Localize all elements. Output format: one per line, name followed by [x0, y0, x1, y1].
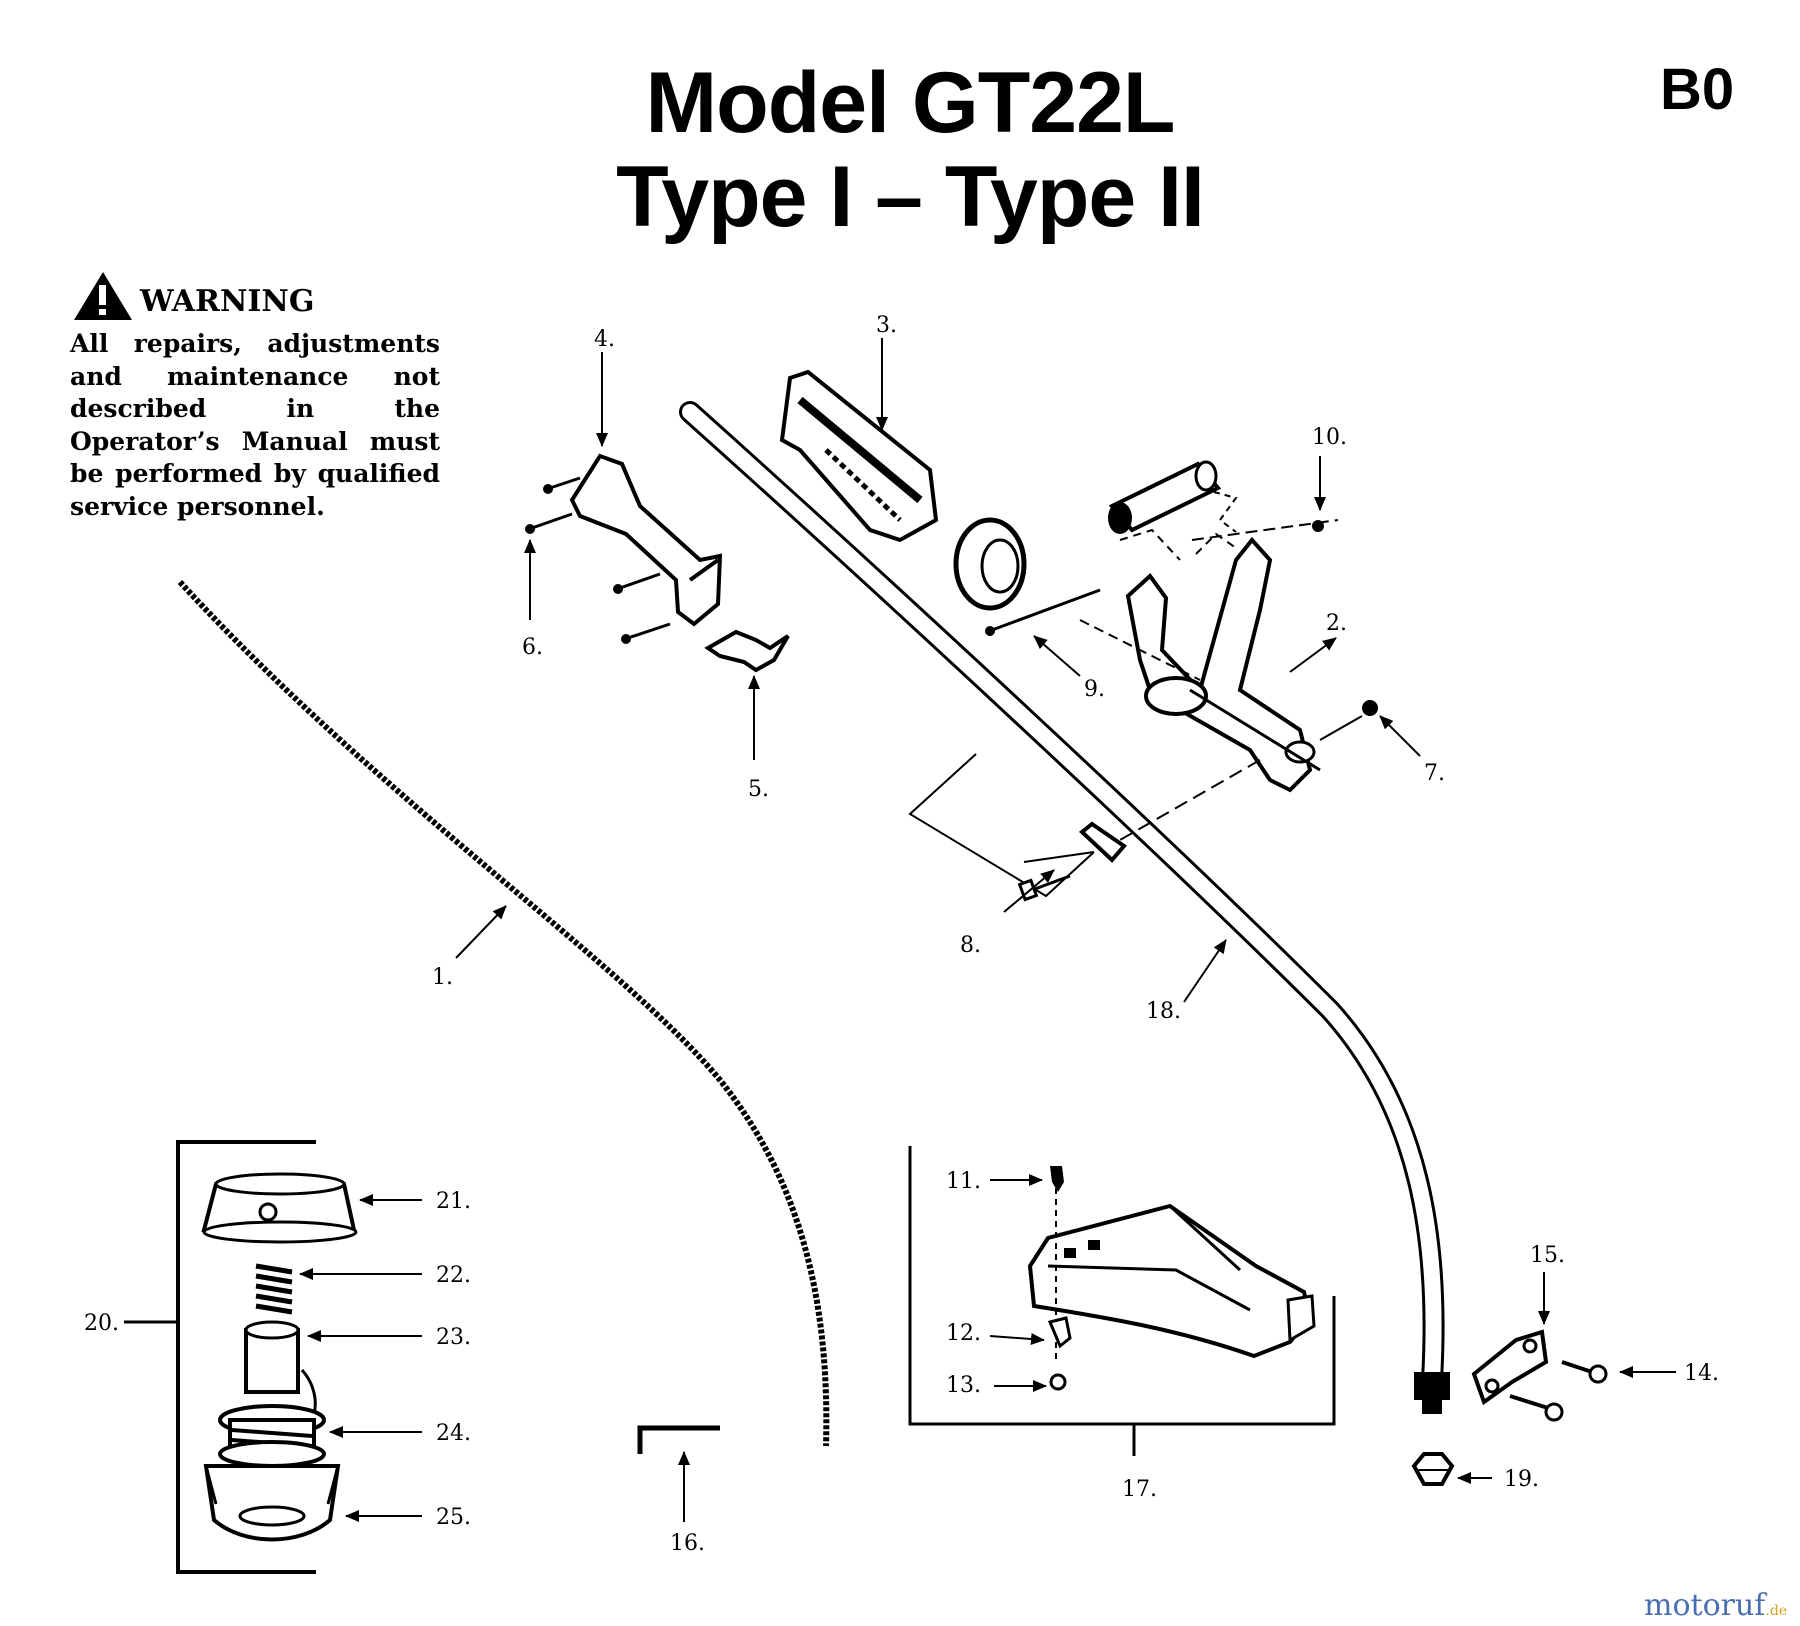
clamp-screws — [1509, 1360, 1608, 1422]
callout-8: 8. — [960, 933, 981, 958]
callout-3: 3. — [876, 313, 897, 338]
small-bracket — [637, 1425, 720, 1454]
drive-shaft-tube — [679, 401, 1450, 1414]
guard-clip — [1047, 1316, 1072, 1349]
guard-screw — [1050, 1166, 1064, 1192]
drive-cable — [177, 579, 830, 1447]
callout-23: 23. — [436, 1325, 471, 1350]
guard-group-bracket — [908, 1146, 1336, 1426]
callout-11: 11. — [946, 1169, 981, 1194]
guard-nut — [1049, 1373, 1067, 1391]
bushing — [953, 517, 1027, 611]
callout-15: 15. — [1530, 1243, 1565, 1268]
warning-triangle-icon — [74, 272, 132, 320]
spring — [255, 1263, 293, 1315]
callout-18: 18. — [1146, 999, 1181, 1024]
front-handle — [569, 453, 723, 627]
type-subtitle: Type I – Type II — [616, 149, 1205, 245]
callout-10: 10. — [1312, 425, 1347, 450]
model-title: Model GT22L — [645, 55, 1176, 151]
hex-nut — [1411, 1452, 1455, 1486]
callout-2: 2. — [1326, 611, 1347, 636]
line-spool — [218, 1404, 326, 1468]
leader-arrows — [299, 338, 1676, 1522]
callout-24: 24. — [436, 1421, 471, 1446]
cutting-guard — [1027, 1203, 1316, 1359]
shield-bar — [779, 369, 939, 543]
callout-13: 13. — [946, 1373, 981, 1398]
callout-1: 1. — [432, 965, 453, 990]
callout-5: 5. — [748, 777, 769, 802]
handle-assembly — [1119, 528, 1321, 793]
long-bolt — [985, 588, 1201, 681]
callout-22: 22. — [436, 1263, 471, 1288]
nut-7 — [1362, 700, 1378, 716]
callout-7: 7. — [1424, 761, 1445, 786]
knob-and-screw — [908, 753, 1127, 902]
warning-heading: WARNING — [140, 284, 315, 319]
callout-25: 25. — [436, 1505, 471, 1530]
watermark-suffix: .de — [1765, 1603, 1788, 1619]
callout-14: 14. — [1684, 1361, 1719, 1386]
handle-grip — [1108, 460, 1238, 534]
callout-21: 21. — [436, 1189, 471, 1214]
callout-9: 9. — [1084, 677, 1105, 702]
callout-12: 12. — [946, 1321, 981, 1346]
callout-6: 6. — [522, 635, 543, 660]
callout-4: 4. — [594, 327, 615, 352]
spool-group-bracket — [176, 1140, 316, 1574]
page-code: B0 — [1660, 57, 1735, 122]
handle-screws — [525, 476, 671, 644]
watermark: motoruf.de — [1644, 1588, 1787, 1623]
callout-20: 20. — [84, 1311, 119, 1336]
watermark-brand: motoruf — [1644, 1588, 1766, 1623]
spool-housing — [203, 1464, 341, 1542]
clamp — [1471, 1329, 1549, 1406]
nut-10 — [1312, 520, 1324, 532]
spool-insert — [244, 1320, 317, 1438]
callout-17: 17. — [1122, 1477, 1157, 1502]
callout-16: 16. — [670, 1531, 705, 1556]
handle-clip — [704, 629, 790, 673]
callout-19: 19. — [1504, 1467, 1539, 1492]
spool-cap — [201, 1172, 358, 1244]
warning-text: All repairs, adjustments and maintenance… — [70, 329, 440, 521]
